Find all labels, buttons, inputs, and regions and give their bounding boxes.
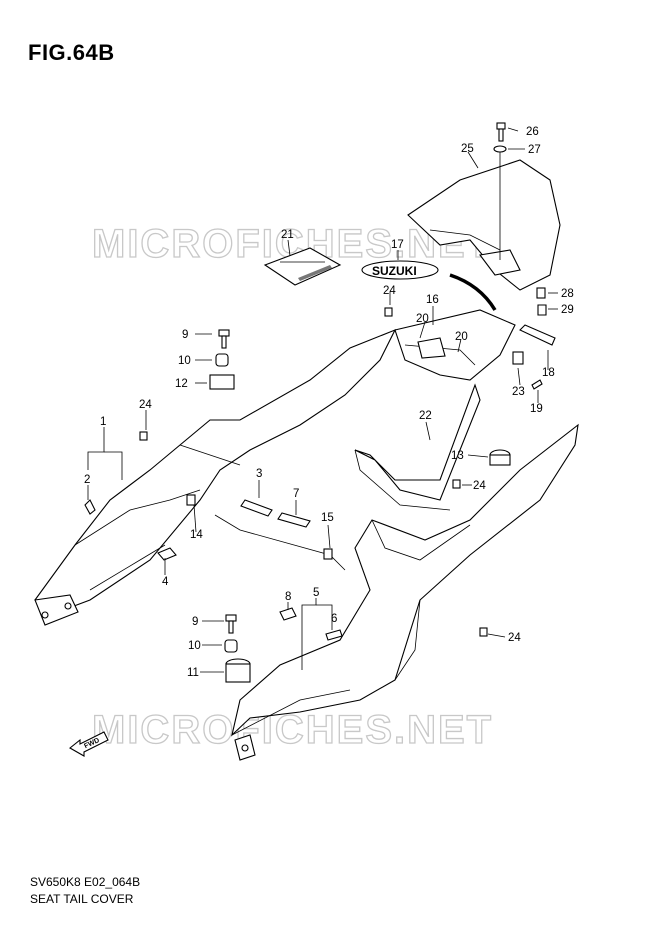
callout-24-d: 24 [508,632,521,644]
callout-24-b: 24 [139,399,152,411]
part-18-strip [519,324,556,346]
callout-29: 29 [561,304,574,316]
part-13-grommet [489,449,511,466]
callout-25: 25 [461,143,474,155]
callout-20-a: 20 [416,313,429,325]
seat-cowl-center [394,309,516,381]
callout-23: 23 [512,386,525,398]
part-22-bracket [354,383,481,511]
callout-26: 26 [526,126,539,138]
part-3-7-strips [240,499,311,528]
leader-lines [87,127,558,673]
figure-name: SEAT TAIL COVER [30,892,134,906]
callout-19: 19 [530,403,543,415]
callout-5: 5 [313,587,319,599]
callout-10-b: 10 [188,640,201,652]
part-23-clip [512,351,524,365]
part-2-strip [84,499,96,515]
callout-18: 18 [542,367,555,379]
callout-10-a: 10 [178,355,191,367]
callout-7: 7 [293,488,299,500]
callout-14: 14 [190,529,203,541]
callout-3: 3 [256,468,262,480]
callout-22: 22 [419,410,432,422]
callout-21: 21 [281,229,294,241]
part-24-screws [139,307,488,637]
callout-6: 6 [331,613,337,625]
callout-labels: 26 27 25 21 17 24 28 29 9 10 12 16 20 20… [84,126,574,679]
frame-cover-left [34,328,397,626]
part-14-15-fasteners [186,494,333,560]
callout-15: 15 [321,512,334,524]
callout-17: 17 [391,239,404,251]
part-26-27-bolt-washer [493,122,507,260]
tail-cover-right [214,423,579,761]
callout-1: 1 [100,416,106,428]
callout-12: 12 [175,378,188,390]
figure-title: FIG.64B [28,40,115,65]
svg-text:SUZUKI: SUZUKI [372,264,417,278]
callout-24-a: 24 [383,285,396,297]
callout-8: 8 [285,591,291,603]
callout-11: 11 [187,667,199,679]
callout-9-a: 9 [182,329,188,341]
part-9-10-11-lower-mount [224,614,251,683]
watermark-bottom: MICROFICHES.NET [92,708,493,752]
model-code: SV650K8 E02_064B [30,875,141,889]
callout-9-b: 9 [192,616,198,628]
part-6-8-pads [279,607,343,641]
part-19-strip [531,379,543,390]
part-28-29-nut-bolt [536,287,547,316]
callout-16: 16 [426,294,439,306]
callout-24-c: 24 [473,480,486,492]
callout-2: 2 [84,474,90,486]
callout-4: 4 [162,576,169,588]
callout-13: 13 [451,450,464,462]
callout-27: 27 [528,144,541,156]
part-16-arc [449,273,497,311]
callout-20-b: 20 [455,331,468,343]
part-17-decal: SUZUKI [361,260,439,280]
part-9-10-12-upper-mount [209,329,235,390]
part-21-panel [263,247,342,286]
callout-28: 28 [561,288,574,300]
part-4-pad [157,547,177,561]
